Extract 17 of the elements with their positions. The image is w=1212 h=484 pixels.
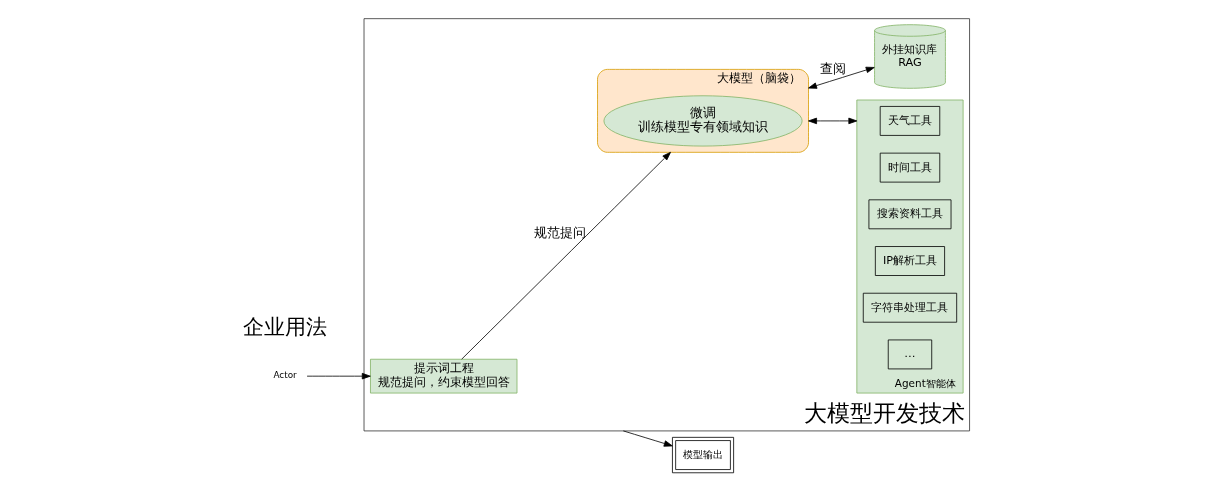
node-box: 搜索资料工具: [868, 198, 952, 229]
arrow: [622, 430, 673, 447]
label: 企业用法: [243, 314, 328, 339]
node-box: 字符串处理工具: [862, 292, 958, 323]
node-box: …: [887, 339, 933, 369]
node-box: 提示词工程 规范提问，约束模型回答: [370, 358, 518, 393]
node-box: 时间工具: [879, 152, 941, 182]
edge-label: 查阅: [819, 60, 846, 76]
node-ellipse: 微调 训练模型专有领域知识: [603, 94, 803, 146]
node-box: IP解析工具: [874, 245, 945, 276]
arrow: [461, 151, 671, 360]
arrow: [808, 66, 875, 89]
arrow: [808, 117, 858, 124]
arrow: [306, 372, 371, 379]
node-text: Actor: [273, 369, 297, 380]
edge-label: 规范提问: [534, 224, 587, 240]
node-box: 天气工具: [879, 105, 941, 136]
